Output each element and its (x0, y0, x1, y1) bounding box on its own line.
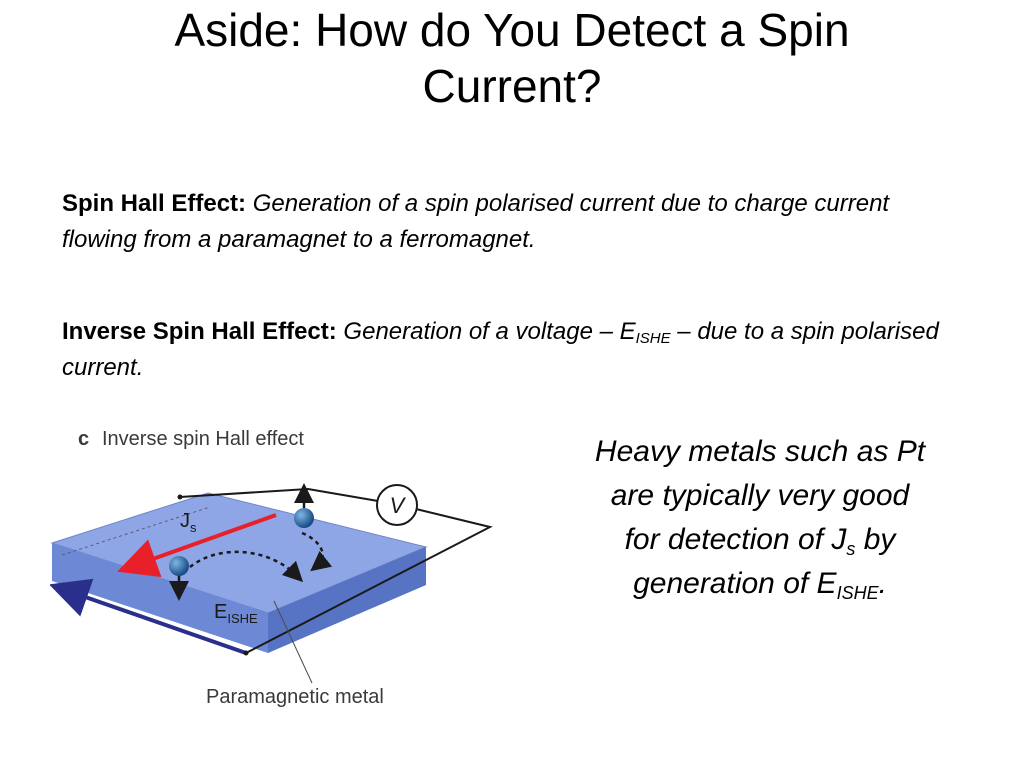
inverse-spin-hall-term: Inverse Spin Hall Effect: (62, 318, 337, 345)
panel-letter: c (78, 428, 89, 450)
inverse-spin-hall-definition-end: – due to a spin polarised current. (62, 318, 939, 381)
js-label-sub: s (190, 520, 197, 535)
slide-title-line-2: Current? (422, 60, 602, 112)
eishe-label: EISHE (214, 601, 258, 626)
js-label-main: J (180, 510, 190, 532)
note-line-2: are typically very good (610, 479, 910, 512)
voltmeter-wire-top (179, 487, 379, 502)
eishe-arrow (50, 578, 247, 655)
material-leader-line (273, 600, 313, 684)
note-line-3-sub: s (846, 539, 856, 559)
inverse-spin-hall-definition-start: Generation of a voltage – E (343, 318, 636, 345)
note-line-4-end: . (878, 567, 887, 600)
inverse-spin-hall-subscript: ISHE (635, 330, 671, 347)
spin-hall-definition: Generation of a spin polarised current d… (62, 190, 890, 253)
js-arrow (117, 513, 277, 578)
note-line-4: generation of EISHE. (545, 562, 975, 606)
spin-deflection-arrow-right (301, 531, 333, 572)
contact-point-back (177, 494, 183, 500)
slab-guide-line (61, 506, 211, 556)
material-label: Paramagnetic metal (206, 686, 384, 708)
inverse-spin-hall-paragraph: Inverse Spin Hall Effect: Generation of … (62, 314, 962, 386)
note-line-3: for detection of Js by (545, 518, 975, 562)
note-line-1: Heavy metals such as Pt (594, 435, 926, 468)
voltmeter (376, 484, 418, 526)
note-line-4-sub: ISHE (836, 583, 879, 603)
ishe-figure: c Inverse spin Hall effect Js EISHE (50, 415, 530, 715)
eishe-label-main: E (214, 601, 227, 623)
ishe-diagram: c Inverse spin Hall effect Js EISHE (50, 428, 493, 708)
spin-down-electron (169, 556, 189, 576)
voltmeter-label: V (390, 493, 407, 518)
contact-point-front (243, 650, 249, 656)
voltmeter-wire-bottom (245, 508, 493, 654)
js-label: Js (180, 510, 197, 535)
slide-title: Aside: How do You Detect a Spin Current? (0, 2, 1024, 114)
note-line-4-start: generation of E (633, 567, 837, 600)
slide-title-line-1: Aside: How do You Detect a Spin (174, 4, 850, 56)
heavy-metals-note: Heavy metals such as Pt are typically ve… (545, 430, 975, 606)
note-line-3-end: by (855, 523, 896, 556)
eishe-label-sub: ISHE (227, 611, 258, 626)
metal-slab-front-face (52, 543, 268, 653)
spin-hall-paragraph: Spin Hall Effect: Generation of a spin p… (62, 186, 962, 258)
spin-deflection-arrow-left (189, 550, 304, 583)
note-line-3-start: for detection of J (624, 523, 847, 556)
spin-up-electron (294, 508, 314, 528)
spin-hall-term: Spin Hall Effect: (62, 190, 247, 217)
panel-title: Inverse spin Hall effect (102, 428, 304, 450)
